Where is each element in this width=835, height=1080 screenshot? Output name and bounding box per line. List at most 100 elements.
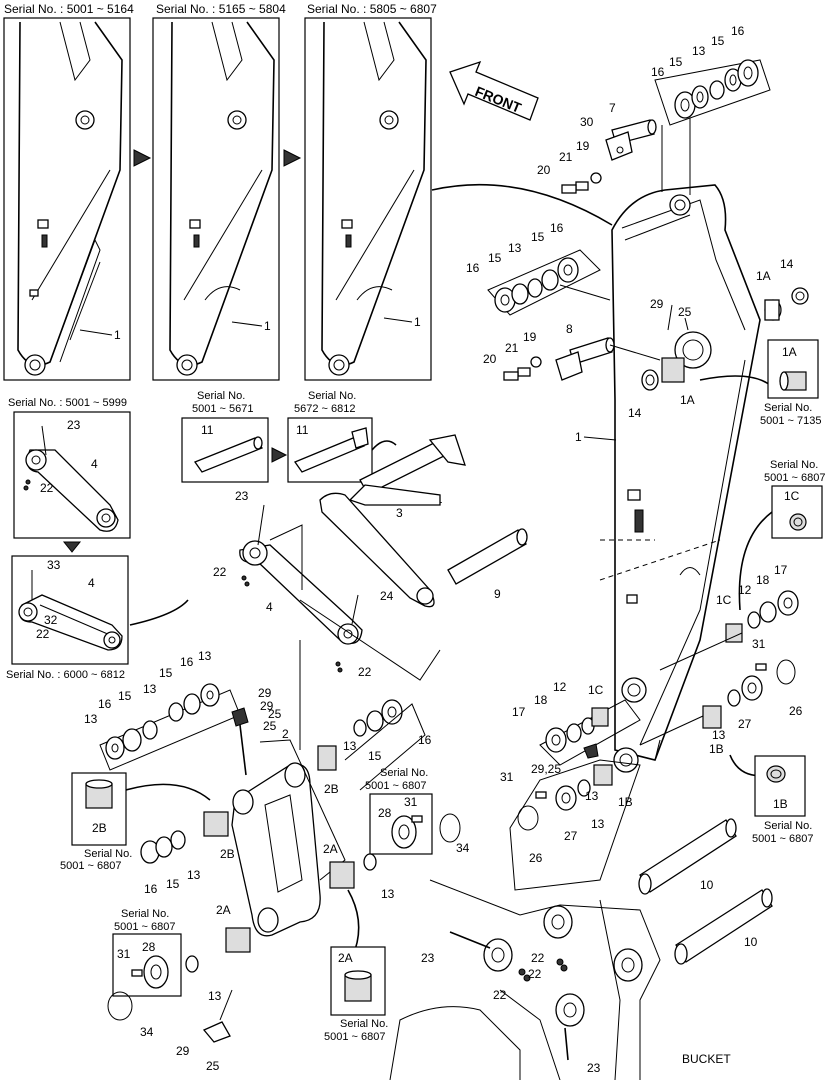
box-31a-label: 31 [404, 795, 418, 809]
callout-24: 24 [380, 589, 394, 603]
callout-13: 13 [84, 712, 98, 726]
o-ring-34-lower [107, 991, 133, 1021]
caption-2a-l1: Serial No. [340, 1018, 388, 1030]
bucket-label: BUCKET [682, 1052, 731, 1066]
callout-2a: 2A [323, 842, 338, 856]
caption-link-bottom: Serial No. : 6000 ~ 6812 [6, 669, 125, 681]
callout-27: 27 [564, 829, 578, 843]
caption-11a-l1: Serial No. [197, 390, 245, 402]
callout-1a: 1 [114, 328, 121, 342]
callout-22: 22 [40, 481, 54, 495]
caption-28b-l2: 5001 ~ 6807 [114, 921, 175, 933]
lock-pin-29 [231, 707, 249, 776]
callout-26: 26 [789, 704, 803, 718]
callout-15: 15 [669, 55, 683, 69]
callout-15: 15 [166, 877, 180, 891]
callout-22: 22 [36, 627, 50, 641]
caption-1b-l2: 5001 ~ 6807 [752, 833, 813, 845]
callout-18: 18 [756, 573, 770, 587]
callout-1b: 1B [709, 742, 724, 756]
callout-29: 29 [260, 699, 274, 713]
pin-11-box-a: 11 [181, 417, 269, 483]
callout-23: 23 [587, 1061, 601, 1075]
pin-8-assembly [503, 337, 661, 381]
caption-2b-l2: 5001 ~ 6807 [60, 860, 121, 872]
serial-header-1: Serial No. : 5001 ~ 5164 [4, 2, 134, 16]
callout-29: 29 [258, 686, 272, 700]
box-1a-label: 1A [782, 345, 797, 359]
callout-21: 21 [505, 341, 519, 355]
bushing-1a-upper [764, 287, 809, 321]
callout-16: 16 [651, 65, 665, 79]
pin-10-lower [674, 888, 773, 965]
washer-group-1c-upper [659, 590, 799, 671]
callout-19: 19 [576, 139, 590, 153]
callout-31: 31 [752, 637, 766, 651]
callout-13: 13 [187, 868, 201, 882]
callout-1c: 1 [414, 315, 421, 329]
link-inset-bottom [11, 555, 129, 665]
box-1b-label: 1B [773, 797, 788, 811]
bearing-2a-right [329, 853, 377, 951]
callout-4: 4 [91, 457, 98, 471]
pin-11-box-b: 11 [287, 417, 373, 483]
caption-11b-l1: Serial No. [308, 390, 356, 402]
callout-14: 14 [780, 257, 794, 271]
arm-main [599, 184, 761, 773]
callout-22: 22 [493, 988, 507, 1002]
caption-2b-l1: Serial No. [84, 848, 132, 860]
detail-box-28a: 28 31 [369, 793, 433, 855]
callout-13: 13 [198, 649, 212, 663]
inset-panel-3 [304, 17, 432, 381]
callout-30: 30 [580, 115, 594, 129]
serial-header-2: Serial No. : 5165 ~ 5804 [156, 2, 286, 16]
box-1c-label: 1C [784, 489, 800, 503]
callout-18: 18 [534, 693, 548, 707]
callout-34: 34 [140, 1025, 154, 1039]
callout-15: 15 [368, 749, 382, 763]
callout-19: 19 [523, 330, 537, 344]
detail-box-28b: 28 31 [112, 933, 182, 997]
detail-box-2b: 2B [71, 772, 127, 846]
callout-16: 16 [98, 697, 112, 711]
washer-group-center [509, 759, 641, 891]
box-31b-label: 31 [117, 947, 131, 961]
bushing-1a-lower [641, 357, 771, 391]
callout-1a: 1A [680, 393, 695, 407]
washer-group-1b-right [639, 659, 796, 746]
bucket [389, 879, 661, 1080]
caption-2a-l2: 5001 ~ 6807 [324, 1031, 385, 1043]
callout-25: 25 [268, 707, 282, 721]
callout-29: 29 [176, 1044, 190, 1058]
callout-34: 34 [456, 841, 470, 855]
callout-16: 16 [418, 733, 432, 747]
pin-10-upper [638, 818, 737, 895]
caption-28a-l1: Serial No. [380, 767, 428, 779]
callout-17: 17 [512, 705, 526, 719]
o-ring-34 [439, 813, 461, 843]
callout-23: 23 [67, 418, 81, 432]
box-28a-label: 28 [378, 806, 392, 820]
callout-31: 31 [500, 770, 514, 784]
callout-8: 8 [566, 322, 573, 336]
callout-25: 25 [678, 305, 692, 319]
caption-1c-l1: Serial No. [770, 459, 818, 471]
serial-header-3: Serial No. : 5805 ~ 6807 [307, 2, 437, 16]
box-2b-label: 2B [92, 821, 107, 835]
callout-1b: 1B [618, 795, 633, 809]
callout-13: 13 [591, 817, 605, 831]
callout-20: 20 [537, 163, 551, 177]
callout-16: 16 [731, 24, 745, 38]
callout-13: 13 [208, 989, 222, 1003]
callout-15: 15 [711, 34, 725, 48]
callout-21: 21 [559, 150, 573, 164]
link-2 [231, 640, 346, 937]
callout-27: 27 [738, 717, 752, 731]
callout-29: 29 [650, 297, 664, 311]
callout-16: 16 [550, 221, 564, 235]
callout-15: 15 [159, 666, 173, 680]
callout-13: 13 [343, 739, 357, 753]
link-3 [319, 484, 441, 608]
callout-1c: 1C [588, 683, 604, 697]
